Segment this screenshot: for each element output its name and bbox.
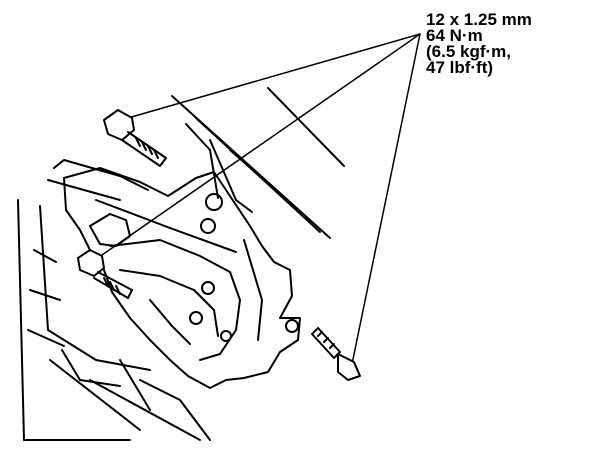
bolt-middle-left: [77, 249, 133, 299]
torque-nm-text: 64 N·m: [426, 26, 483, 45]
torque-spec-callout: 12 x 1.25 mm 64 N·m (6.5 kgf·m, 47 lbf·f…: [426, 10, 532, 77]
engine-block: [17, 87, 345, 441]
leader-lines: [91, 33, 421, 365]
bolt-lower-right: [311, 327, 361, 381]
bolt-upper-left: [103, 109, 167, 167]
engine-mount-bracket: [63, 123, 301, 389]
torque-lbfft-text: 47 lbf·ft): [426, 58, 494, 77]
torque-kgfm-text: (6.5 kgf·m,: [426, 42, 512, 61]
bolt-size-text: 12 x 1.25 mm: [426, 10, 532, 29]
